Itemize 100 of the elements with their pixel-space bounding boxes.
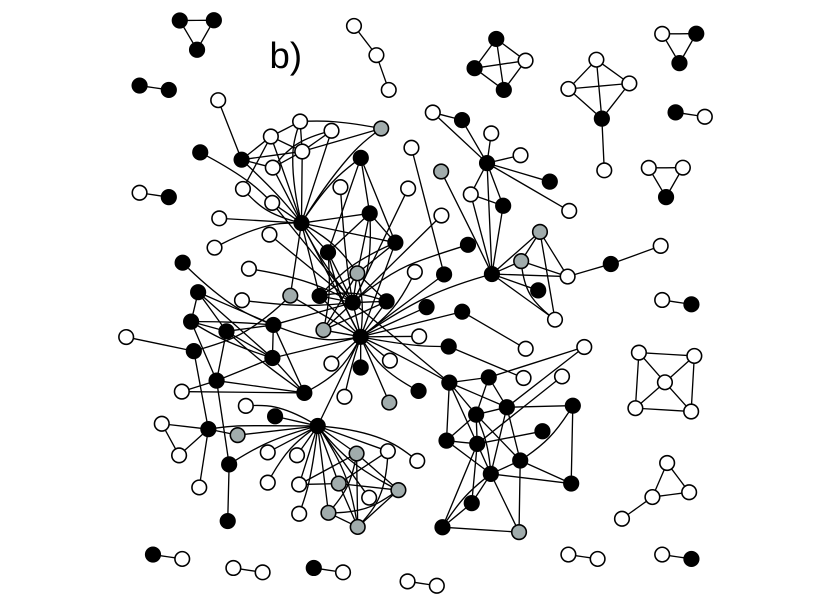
connector	[188, 391, 296, 394]
connector	[302, 230, 318, 289]
node-circle	[259, 444, 276, 460]
connector	[325, 276, 351, 293]
node-circle	[463, 495, 480, 512]
connector	[670, 468, 685, 486]
connector	[329, 304, 380, 328]
connector	[346, 484, 391, 490]
connector	[302, 138, 330, 216]
connector	[200, 300, 285, 350]
connector	[362, 458, 393, 486]
node-circle	[406, 264, 422, 280]
connector	[194, 358, 208, 422]
node-circle	[330, 475, 346, 492]
connector	[222, 360, 266, 378]
connector	[498, 276, 531, 289]
node-circle	[220, 456, 237, 472]
node-circle	[454, 304, 470, 320]
connector	[304, 162, 355, 218]
node-circle	[576, 338, 592, 356]
node-circle	[530, 282, 546, 299]
connector	[247, 194, 294, 222]
node-circle	[322, 122, 340, 139]
node-circle	[682, 550, 700, 568]
connector	[164, 430, 176, 449]
connector	[366, 276, 484, 334]
node-circle	[482, 125, 499, 142]
node-circle	[288, 447, 305, 464]
node-circle	[564, 398, 580, 414]
node-circle	[130, 77, 148, 94]
connector	[216, 388, 228, 458]
connector	[362, 246, 390, 270]
node-circle	[654, 292, 670, 308]
connector	[320, 432, 357, 520]
connector	[482, 61, 518, 68]
connector	[306, 228, 323, 248]
connector	[652, 174, 662, 192]
node-circle	[435, 266, 452, 283]
node-circle	[206, 240, 222, 256]
node-circle	[620, 75, 637, 92]
connector	[358, 32, 372, 50]
connector	[274, 239, 347, 298]
connector	[275, 174, 298, 217]
node-circle	[190, 284, 206, 300]
node-circle	[219, 512, 236, 530]
node-circle	[560, 202, 577, 220]
connector	[682, 112, 698, 116]
node-circle	[264, 160, 280, 176]
node-circle	[466, 60, 482, 76]
node-circle	[322, 356, 340, 372]
connector	[362, 278, 381, 296]
connector	[357, 220, 436, 298]
node-circle	[688, 26, 704, 42]
connector	[321, 432, 365, 492]
connector	[307, 120, 374, 128]
connector	[276, 132, 324, 162]
node-circle	[602, 256, 618, 272]
node-circle	[378, 293, 394, 310]
node-circle	[498, 399, 514, 416]
connector	[306, 483, 331, 485]
connector	[282, 417, 310, 425]
node-circle	[352, 328, 368, 345]
connector	[446, 478, 485, 522]
connector	[480, 420, 515, 456]
node-circle	[596, 162, 612, 178]
connector	[486, 170, 492, 266]
connector	[494, 156, 513, 162]
node-circle	[674, 160, 690, 176]
node-circle	[682, 403, 699, 420]
connector	[276, 363, 300, 388]
connector	[308, 214, 362, 223]
connector	[668, 300, 684, 304]
connector	[496, 236, 534, 270]
connector	[484, 432, 535, 444]
connector	[304, 132, 375, 218]
node-circle	[118, 328, 134, 346]
node-circle	[512, 147, 528, 164]
connector	[296, 299, 354, 334]
connector	[300, 432, 314, 450]
node-circle	[192, 144, 208, 160]
node-circle	[320, 504, 336, 521]
connector	[479, 450, 488, 468]
connector	[494, 164, 542, 180]
connector	[304, 229, 358, 330]
connector	[659, 492, 682, 497]
node-circle	[319, 244, 336, 260]
connector	[646, 352, 686, 356]
node-circle	[185, 343, 202, 360]
node-circle	[440, 374, 457, 391]
node-circle	[205, 12, 222, 28]
node-circle	[233, 292, 250, 308]
connector	[358, 220, 368, 266]
connector	[186, 20, 206, 22]
connector	[276, 208, 348, 298]
connector	[360, 300, 379, 303]
node-circle	[510, 524, 527, 540]
connector	[320, 568, 336, 572]
node-circle	[173, 384, 190, 400]
connector	[508, 414, 518, 454]
connector	[320, 344, 358, 420]
